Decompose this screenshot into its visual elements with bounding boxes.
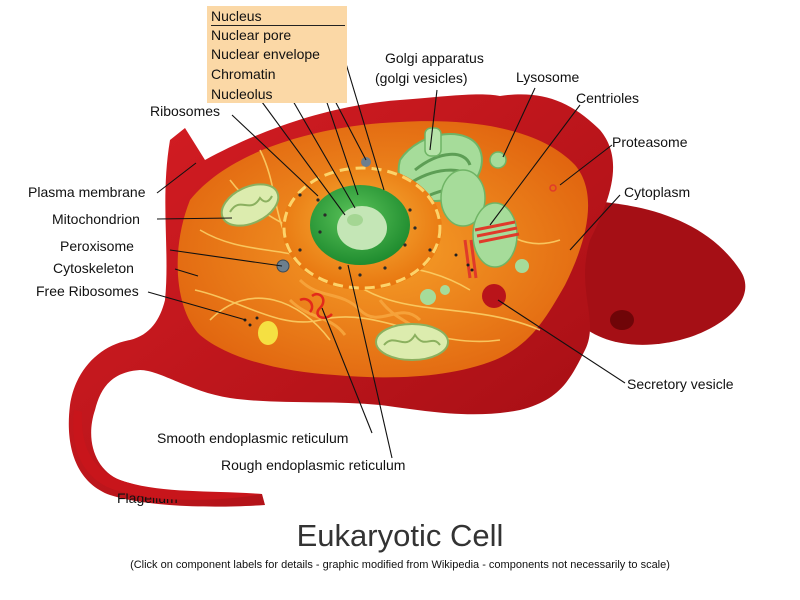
label-cytoskeleton[interactable]: Cytoskeleton [53,260,134,276]
nuclear-pore-dot [361,157,371,167]
diagram-caption: (Click on component labels for details -… [0,559,800,571]
label-mitochondrion[interactable]: Mitochondrion [52,211,140,227]
label-nucleolus[interactable]: Nucleolus [211,86,272,102]
label-smooth-er[interactable]: Smooth endoplasmic reticulum [157,430,348,446]
label-nuclear-envelope[interactable]: Nuclear envelope [211,46,320,62]
label-nucleus[interactable]: Nucleus [211,8,262,24]
diagram-title: Eukaryotic Cell [0,518,800,554]
label-proteasome[interactable]: Proteasome [612,134,687,150]
vesicle-small [515,259,529,273]
nucleus-label-underline [211,25,345,26]
label-flagellum[interactable]: Flagellum [117,490,178,506]
mitochondrion-lower [376,324,448,360]
label-golgi-apparatus[interactable]: Golgi apparatus [385,50,484,66]
label-free-ribosomes[interactable]: Free Ribosomes [36,283,139,299]
vesicle-dark-right [610,310,634,330]
label-secretory-vesicle[interactable]: Secretory vesicle [627,376,734,392]
label-lysosome[interactable]: Lysosome [516,69,579,85]
label-cytoplasm[interactable]: Cytoplasm [624,184,690,200]
vesicle-small-2 [420,289,436,305]
label-plasma-membrane[interactable]: Plasma membrane [28,184,146,200]
label-chromatin[interactable]: Chromatin [211,66,276,82]
label-centrioles[interactable]: Centrioles [576,90,639,106]
vesicle-small-3 [440,285,450,295]
label-peroxisome[interactable]: Peroxisome [60,238,134,254]
label-ribosomes[interactable]: Ribosomes [150,103,220,119]
secretory-vesicle-shape [482,284,506,308]
label-nuclear-pore[interactable]: Nuclear pore [211,27,291,43]
label-golgi-vesicles[interactable]: (golgi vesicles) [375,70,468,86]
label-rough-er[interactable]: Rough endoplasmic reticulum [221,457,405,473]
yellow-vesicle [258,321,278,345]
